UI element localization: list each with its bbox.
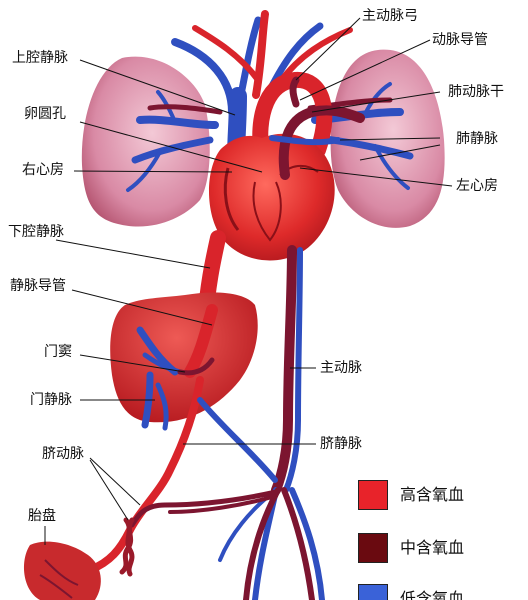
legend-label: 中含氧血: [400, 538, 465, 557]
label-foramen-ovale: 卵圆孔: [24, 106, 66, 122]
liver: [110, 292, 258, 423]
legend-swatch: [358, 584, 388, 600]
right-lung: [81, 56, 210, 227]
label-umbilical-arteries: 脐动脉: [42, 446, 84, 462]
label-umbilical-vein: 脐静脉: [320, 436, 362, 452]
legend-label: 低含氧血: [400, 589, 465, 600]
label-inferior-vena-cava: 下腔静脉: [8, 224, 64, 240]
heart: [208, 133, 335, 261]
legend-label: 高含氧血: [400, 485, 465, 504]
label-aortic-arch: 主动脉弓: [362, 8, 418, 24]
label-superior-vena-cava: 上腔静脉: [12, 50, 68, 66]
label-left-atrium: 左心房: [456, 178, 498, 194]
label-pulmonary-veins: 肺静脉: [456, 131, 498, 147]
legend-swatch: [358, 480, 388, 510]
label-right-atrium: 右心房: [22, 162, 64, 178]
legend-swatch: [358, 533, 388, 563]
label-placenta: 胎盘: [28, 508, 56, 524]
label-portal-vein: 门静脉: [30, 392, 72, 408]
label-portal-sinus: 门窦: [44, 344, 72, 360]
placenta: [24, 541, 101, 600]
label-pulmonary-trunk: 肺动脉干: [448, 84, 504, 100]
label-ductus-arteriosus: 动脉导管: [432, 32, 488, 48]
label-aorta: 主动脉: [320, 360, 362, 376]
label-ductus-venosus: 静脉导管: [10, 278, 66, 294]
